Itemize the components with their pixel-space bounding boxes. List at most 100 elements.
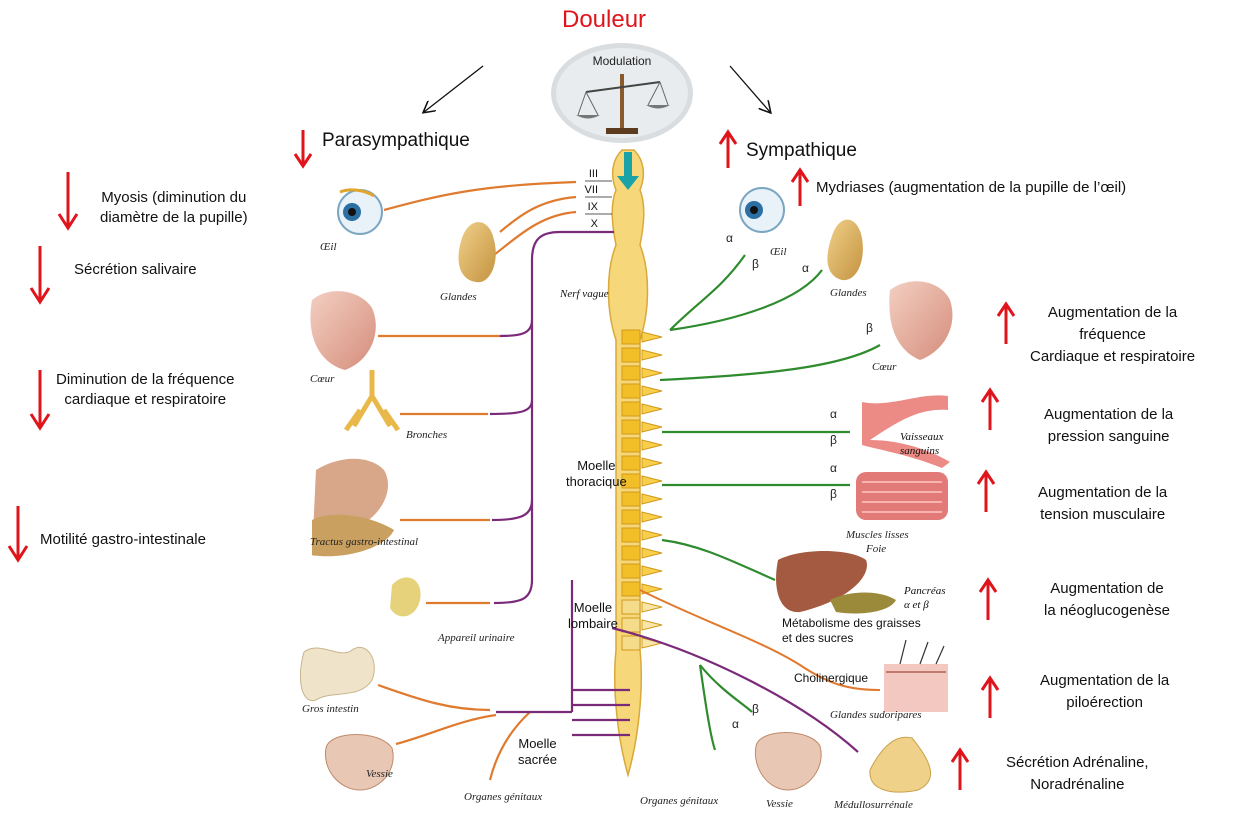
effect-pression-sanguine: Augmentation de la pression sanguine	[1044, 404, 1173, 448]
alpha-label: α	[830, 461, 837, 475]
heart-right: Cœur	[872, 281, 952, 373]
organ-label: Muscles lisses	[845, 529, 909, 541]
arrow-to-parasympathetic	[424, 66, 483, 112]
adrenal-right: Médullosurrénale	[833, 737, 931, 811]
chain-ganglion	[622, 492, 640, 506]
chain-ganglion	[642, 350, 662, 360]
nerve-label: VII	[585, 184, 598, 196]
organ-label: Organes génitaux	[464, 791, 542, 803]
organ-label: Glandes sudoripares	[830, 709, 922, 721]
heart-left: Cœur	[310, 291, 376, 385]
glands-right: Glandes	[827, 220, 866, 299]
beta-label: β	[830, 487, 837, 501]
large-intestine-left: Gros intestin	[300, 647, 374, 715]
eye-right: Œil	[740, 188, 787, 258]
organ-label: Œil	[320, 241, 337, 253]
nerve-label: X	[591, 218, 599, 230]
chain-ganglion	[622, 528, 640, 542]
chain-ganglion	[622, 636, 640, 650]
chain-ganglion	[642, 458, 662, 468]
beta-label: β	[830, 433, 837, 447]
chain-ganglion	[622, 330, 640, 344]
effect-frequence-cardiaque: Augmentation de la fréquence Cardiaque e…	[1030, 302, 1195, 368]
chain-ganglion	[642, 620, 662, 630]
chain-ganglion	[622, 582, 640, 596]
chain-ganglion	[622, 600, 640, 614]
sympathetic-title: Sympathique	[746, 140, 857, 162]
moelle-lombaire-label: Moelle lombaire	[568, 600, 618, 632]
chain-ganglion	[642, 476, 662, 486]
chain-ganglion	[642, 332, 662, 342]
chain-ganglion	[642, 440, 662, 450]
receptor-labels: α β α β α β α β β α	[726, 231, 873, 731]
effect-myosis: Myosis (diminution du diamètre de la pup…	[100, 188, 248, 228]
organ-label: Vessie	[766, 798, 793, 810]
metabolisme-label: Métabolisme des graisses et des sucres	[782, 616, 921, 646]
chain-ganglion	[642, 386, 662, 396]
beta-label: β	[866, 321, 873, 335]
modulation-label: Modulation	[593, 54, 652, 68]
chain-ganglion	[642, 512, 662, 522]
alpha-label: α	[802, 261, 809, 275]
beta-label: β	[752, 702, 759, 716]
modulation-scale: Modulation	[551, 43, 693, 143]
effect-neoglucogenese: Augmentation de la néoglucogenèse	[1044, 578, 1170, 622]
chain-ganglion	[622, 366, 640, 380]
alpha-label: α	[726, 231, 733, 245]
chain-ganglion	[642, 566, 662, 576]
chain-ganglion	[642, 494, 662, 504]
effect-secretion-salivaire: Sécrétion salivaire	[74, 260, 197, 280]
liver-pancreas-right: Foie	[776, 543, 896, 614]
effect-piloerection: Augmentation de la piloérection	[1040, 670, 1169, 714]
organ-label: Gros intestin	[302, 703, 359, 715]
organ-label: Organes génitaux	[640, 795, 718, 807]
eye-left: Œil	[320, 190, 382, 253]
chain-ganglion	[622, 618, 640, 632]
organ-label: Foie	[865, 543, 886, 555]
chain-ganglion	[622, 546, 640, 560]
chain-ganglion	[642, 422, 662, 432]
glands-left: Glandes	[440, 222, 496, 303]
organ-label: Cœur	[310, 373, 335, 385]
effect-diminution-frequence: Diminution de la fréquence cardiaque et …	[56, 370, 234, 410]
organ-label: Vessie	[366, 768, 393, 780]
organ-label: Œil	[770, 246, 787, 258]
chain-ganglion	[642, 530, 662, 540]
chain-ganglion	[622, 384, 640, 398]
page-title: Douleur	[562, 6, 646, 34]
organ-label: Glandes	[830, 287, 867, 299]
parasympathetic-title: Parasympathique	[322, 130, 470, 152]
nerve-label: III	[589, 168, 598, 180]
bladder-left: Vessie	[325, 735, 393, 791]
chain-ganglion	[642, 548, 662, 558]
gi-tract-left: Tractus gastro-intestinal	[310, 459, 418, 557]
chain-ganglion	[622, 510, 640, 524]
right-organs: Œil Glandes Cœur Muscles lisses Foie Gla	[640, 188, 952, 811]
muscles-right: Muscles lisses	[845, 472, 948, 541]
nerf-vague-label: Nerf vague	[560, 284, 609, 304]
urinary-left: Appareil urinaire	[390, 577, 515, 644]
chain-ganglion	[622, 438, 640, 452]
organ-label: Appareil urinaire	[437, 632, 515, 644]
effect-tension-musculaire: Augmentation de la tension musculaire	[1038, 482, 1167, 526]
chain-ganglion	[622, 402, 640, 416]
vaisseaux-label: Vaisseaux sanguins	[900, 430, 943, 458]
pancreas-label: Pancréas α et β	[904, 584, 946, 612]
effect-motilite: Motilité gastro-intestinale	[40, 530, 206, 550]
bronchi-left: Bronches	[346, 370, 447, 441]
nerve-label: IX	[588, 201, 599, 213]
organ-label: Médullosurrénale	[833, 799, 913, 811]
bladder-right: Vessie	[755, 733, 821, 811]
moelle-thoracique-label: Moelle thoracique	[566, 458, 627, 490]
effect-adrenaline: Sécrétion Adrénaline, Noradrénaline	[1006, 752, 1149, 796]
alpha-label: α	[830, 407, 837, 421]
arrow-to-sympathetic	[730, 66, 770, 112]
organ-label: Bronches	[406, 429, 447, 441]
chain-ganglion	[622, 348, 640, 362]
chain-ganglion	[622, 564, 640, 578]
chain-ganglion	[642, 404, 662, 414]
organ-label: Tractus gastro-intestinal	[310, 536, 418, 548]
chain-ganglion	[642, 602, 662, 612]
beta-label: β	[752, 257, 759, 271]
